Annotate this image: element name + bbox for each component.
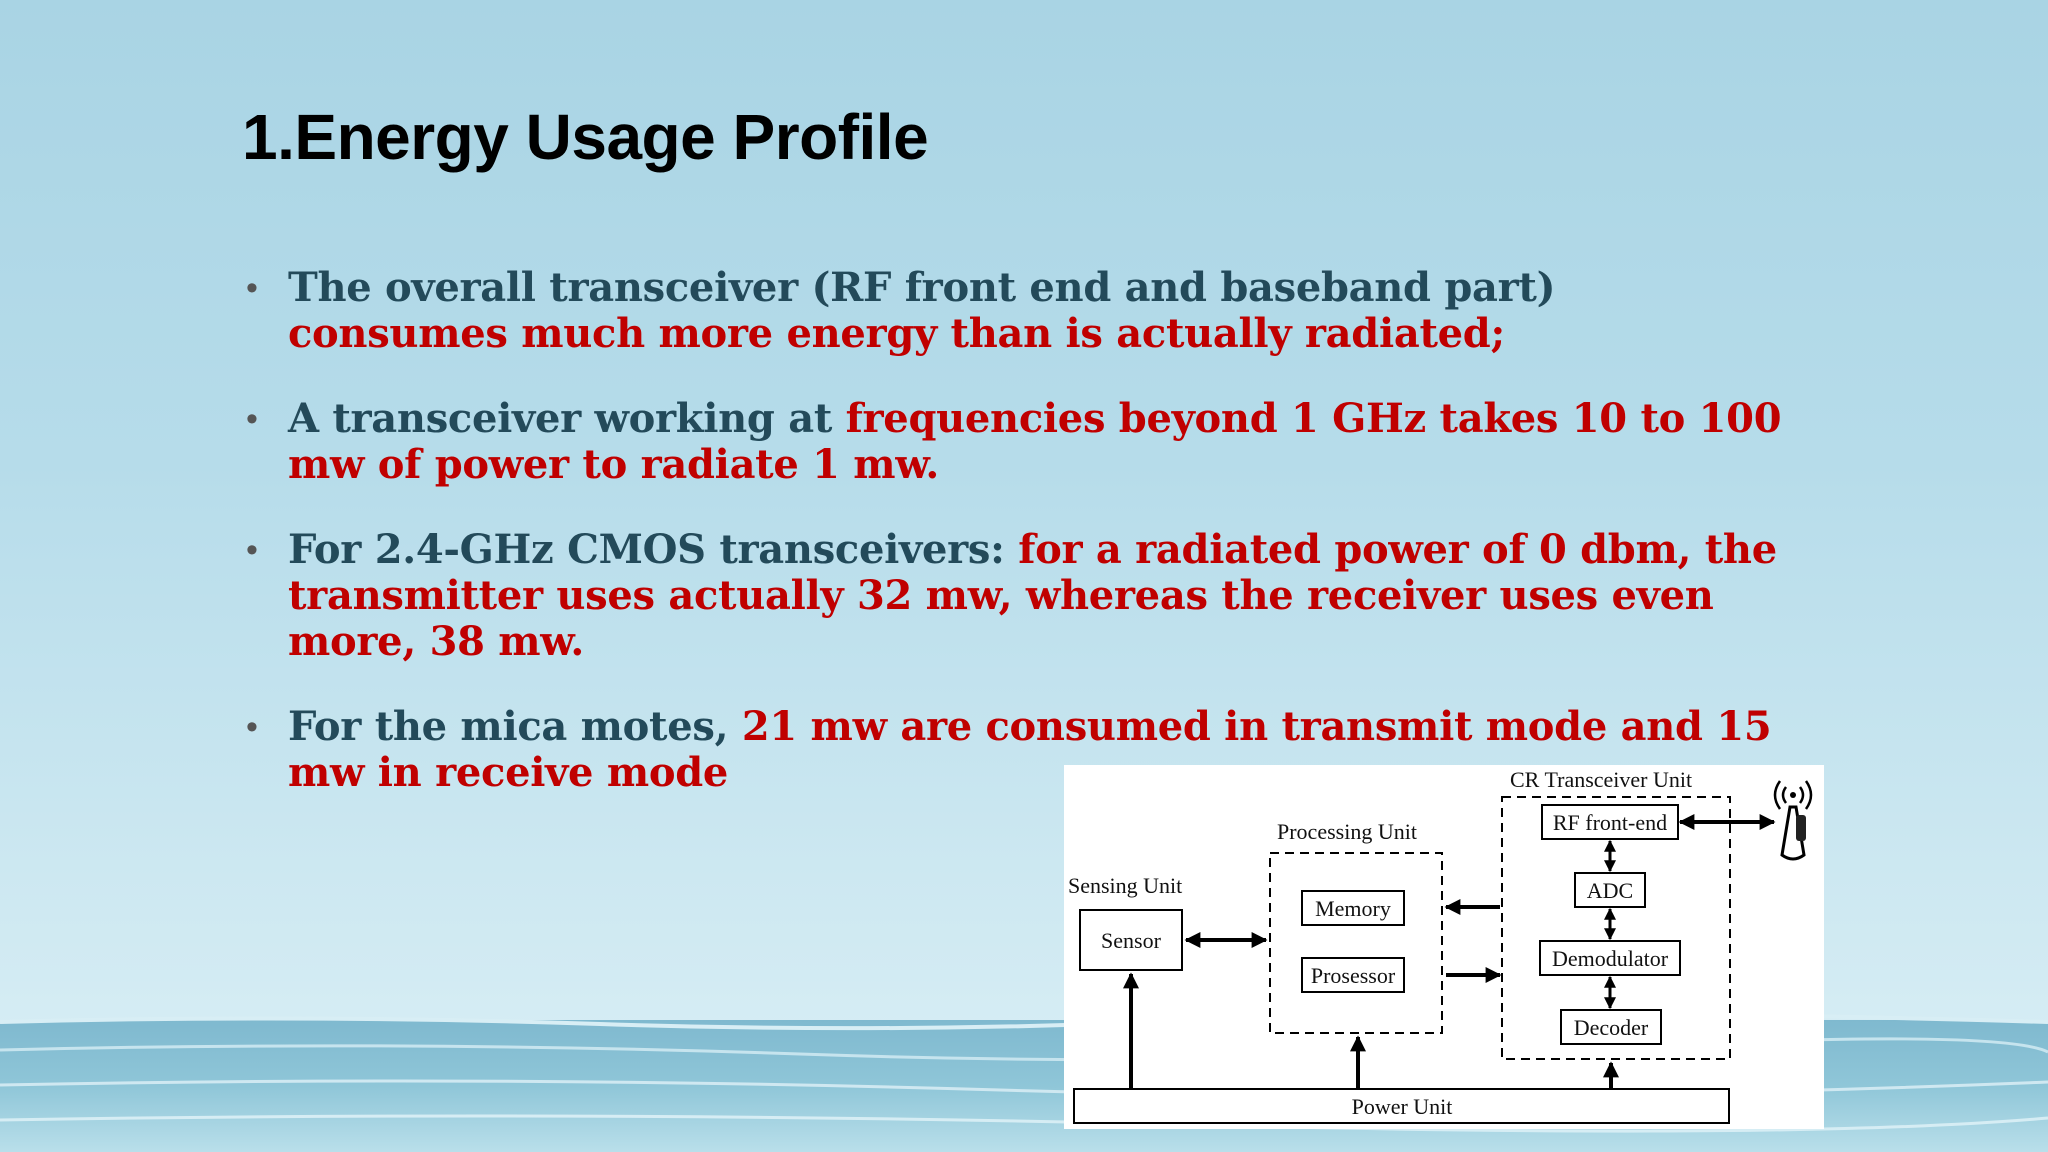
memory-label: Memory xyxy=(1315,896,1391,921)
bullet-highlight-text: 21 mw are consumed in transmit mode and … xyxy=(288,703,1772,796)
decoder-box xyxy=(1560,1009,1662,1045)
bullet-plain-text: The overall transceiver (RF front end an… xyxy=(288,264,1556,311)
processing-unit-label: Processing Unit xyxy=(1277,819,1417,844)
bullet-plain-text: For 2.4-GHz CMOS transceivers: xyxy=(288,526,1019,573)
sensor-box xyxy=(1079,909,1183,971)
processor-box xyxy=(1301,957,1405,993)
bullet-plain-text: A transceiver working at xyxy=(288,395,846,442)
sensing-unit-label: Sensing Unit xyxy=(1068,873,1182,898)
bullet-dot-icon: • xyxy=(246,269,258,307)
bullet-item: • The overall transceiver (RF front end … xyxy=(246,265,1786,357)
adc-box xyxy=(1574,872,1646,908)
bullet-dot-icon: • xyxy=(246,531,258,569)
transceiver-unit-label: CR Transceiver Unit xyxy=(1510,767,1692,792)
rf-front-end-label: RF front-end xyxy=(1553,810,1667,835)
bullet-item: • For 2.4-GHz CMOS transceivers: for a r… xyxy=(246,527,1786,665)
sensor-node-diagram: Sensing Unit Sensor Processing Unit Memo… xyxy=(1064,765,1824,1129)
demodulator-box xyxy=(1539,940,1681,976)
sensor-label: Sensor xyxy=(1101,928,1162,953)
bullet-list: • The overall transceiver (RF front end … xyxy=(246,265,1786,835)
bullet-dot-icon: • xyxy=(246,400,258,438)
bullet-highlight-text: for a radiated power of 0 dbm, the trans… xyxy=(288,526,1777,665)
bullet-highlight-text: consumes much more energy than is actual… xyxy=(288,310,1505,357)
bullet-item: • For the mica motes, 21 mw are consumed… xyxy=(246,704,1786,796)
rf-front-end-box xyxy=(1541,804,1679,840)
bullet-dot-icon: • xyxy=(246,708,258,746)
memory-box xyxy=(1301,890,1405,926)
processing-unit-box xyxy=(1269,852,1443,1034)
decoder-label: Decoder xyxy=(1574,1015,1649,1040)
power-unit-label: Power Unit xyxy=(1352,1094,1453,1119)
bullet-highlight-text: frequencies beyond 1 GHz takes 10 to 100… xyxy=(288,395,1782,488)
antenna-icon xyxy=(1773,780,1813,861)
transceiver-unit-box xyxy=(1501,796,1731,1060)
bullet-plain-text: For the mica motes, xyxy=(288,703,742,750)
demodulator-label: Demodulator xyxy=(1552,946,1669,971)
slide-title: 1.Energy Usage Profile xyxy=(242,101,929,173)
power-unit-box xyxy=(1073,1088,1730,1124)
processor-label: Prosessor xyxy=(1311,963,1396,988)
adc-label: ADC xyxy=(1587,878,1633,903)
bullet-item: • A transceiver working at frequencies b… xyxy=(246,396,1786,488)
